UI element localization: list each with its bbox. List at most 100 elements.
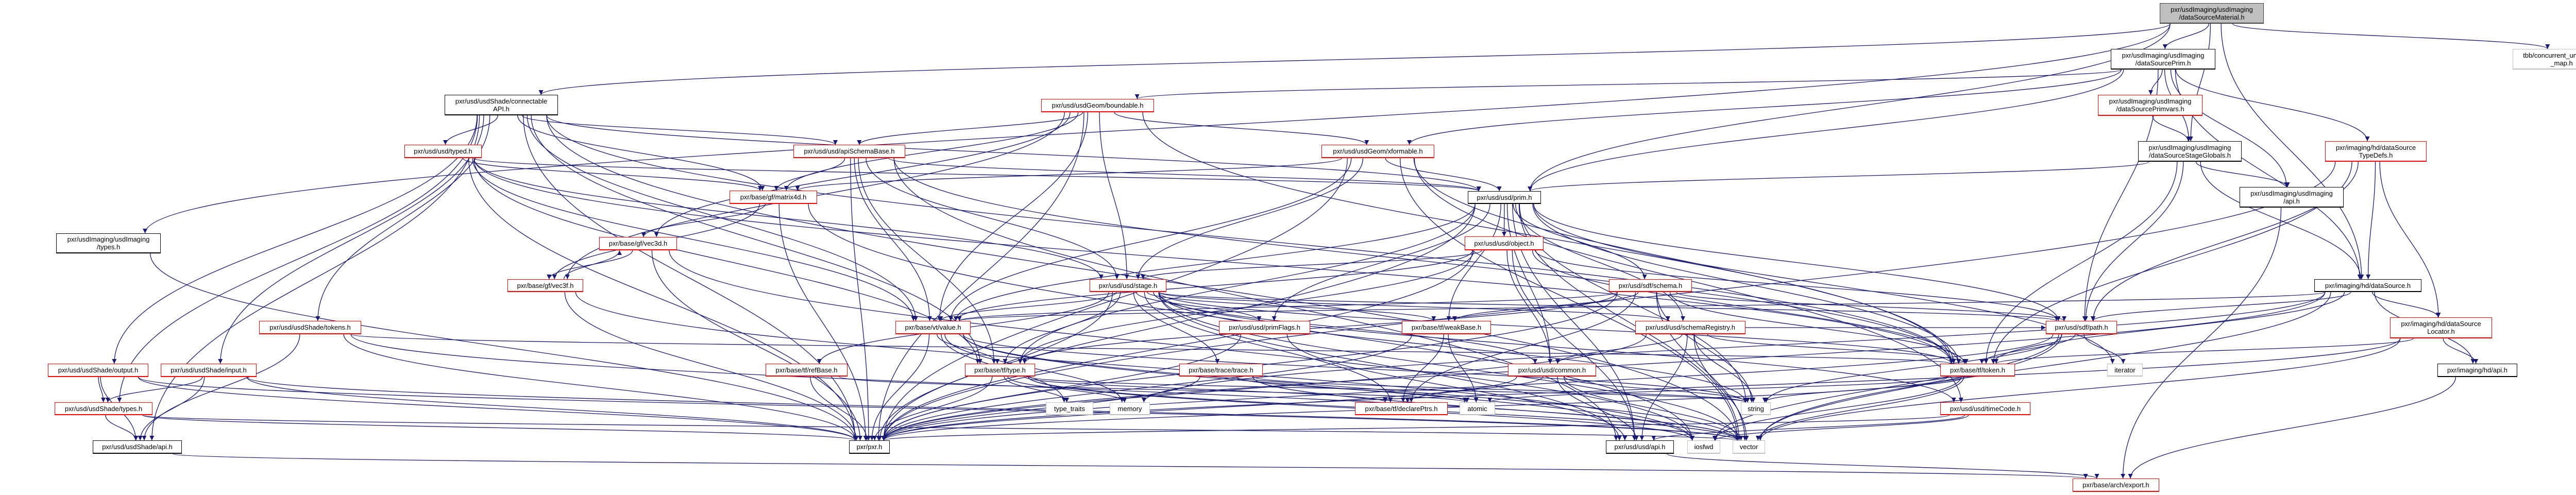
node-label: pxr/usd/usd/primFlags.h bbox=[1229, 323, 1300, 331]
header-node[interactable]: pxr/usdImaging/usdImaging/dataSourceStag… bbox=[2138, 141, 2242, 162]
include-edge bbox=[858, 158, 996, 364]
truncated-header-node[interactable]: pxr/usd/usd/primFlags.h bbox=[1219, 321, 1310, 334]
header-node[interactable]: pxr/imaging/hd/dataSource.h bbox=[2314, 279, 2421, 292]
truncated-header-node[interactable]: pxr/base/gf/vec3d.h bbox=[599, 237, 677, 250]
include-edge bbox=[2195, 161, 2290, 187]
include-edge bbox=[881, 376, 1517, 441]
include-edge bbox=[1693, 334, 1749, 441]
include-edge bbox=[2232, 23, 2550, 49]
include-edge bbox=[1142, 292, 2326, 403]
truncated-header-node[interactable]: pxr/usdImaging/usdImaging/dataSourcePrim… bbox=[2098, 95, 2202, 116]
include-edge bbox=[1979, 334, 2076, 364]
include-edge bbox=[2371, 292, 2441, 318]
include-edge bbox=[117, 115, 478, 403]
node-label: /dataSourceMaterial.h bbox=[2179, 13, 2245, 21]
include-edge bbox=[872, 376, 993, 441]
include-edge bbox=[142, 415, 1739, 441]
truncated-header-node[interactable]: pxr/usd/usd/stage.h bbox=[1090, 279, 1166, 292]
include-edge bbox=[1099, 112, 1129, 280]
include-edge bbox=[1535, 250, 2061, 321]
system-header-node: memory bbox=[1110, 402, 1150, 415]
node-label: /dataSourcePrimvars.h bbox=[2116, 105, 2184, 113]
truncated-header-node[interactable]: pxr/usd/usd/object.h bbox=[1465, 236, 1544, 250]
truncated-header-node[interactable]: pxr/usd/usdShade/output.h bbox=[48, 364, 148, 377]
node-label: pxr/base/vt/value.h bbox=[905, 323, 961, 331]
truncated-header-node[interactable]: pxr/base/gf/matrix4d.h bbox=[730, 191, 817, 204]
header-node[interactable]: pxr/imaging/hd/api.h bbox=[2437, 364, 2517, 377]
header-node[interactable]: pxr/pxr.h bbox=[849, 440, 890, 454]
system-header-node: iterator bbox=[2107, 364, 2143, 377]
include-edge bbox=[473, 158, 1954, 364]
truncated-header-node[interactable]: pxr/base/vt/value.h bbox=[895, 321, 971, 334]
node-label: pxr/usd/usd/apiSchemaBase.h bbox=[804, 147, 895, 155]
truncated-header-node[interactable]: pxr/usd/sdf/schema.h bbox=[1609, 279, 1692, 292]
include-edge bbox=[1676, 292, 2066, 321]
include-edge bbox=[857, 112, 1083, 145]
truncated-header-node[interactable]: pxr/usd/usd/typed.h bbox=[404, 145, 482, 158]
header-node[interactable]: pxr/usd/usd/api.h bbox=[1606, 440, 1674, 454]
include-edge bbox=[1413, 158, 1956, 364]
node-label: pxr/base/tf/type.h bbox=[974, 366, 1026, 374]
header-node[interactable]: pxr/usd/usdShade/api.h bbox=[93, 440, 182, 454]
truncated-header-node[interactable]: pxr/base/tf/declarePtrs.h bbox=[1355, 402, 1448, 415]
include-edge bbox=[1513, 203, 1647, 280]
truncated-header-node[interactable]: pxr/base/tf/type.h bbox=[965, 364, 1035, 377]
node-label: pxr/usd/usd/schemaRegistry.h bbox=[1646, 323, 1735, 331]
truncated-header-node[interactable]: pxr/base/tf/token.h bbox=[1940, 364, 2015, 377]
header-node[interactable]: pxr/usdImaging/usdImaging/types.h bbox=[56, 233, 161, 253]
include-edge bbox=[105, 415, 139, 441]
truncated-header-node[interactable]: pxr/usd/usdGeom/xformable.h bbox=[1321, 145, 1434, 158]
truncated-header-node[interactable]: pxr/usd/usd/apiSchemaBase.h bbox=[793, 145, 905, 158]
node-label: pxr/usdImaging/usdImaging bbox=[67, 235, 150, 243]
include-edge bbox=[881, 161, 2336, 441]
include-edge bbox=[473, 158, 1481, 192]
include-edge bbox=[869, 334, 930, 441]
include-edge bbox=[246, 377, 858, 441]
include-edge bbox=[1991, 292, 2345, 364]
truncated-header-node[interactable]: pxr/usd/usd/timeCode.h bbox=[1940, 402, 2030, 415]
header-node[interactable]: pxr/usdImaging/usdImaging/dataSourcePrim… bbox=[2111, 49, 2215, 70]
node-label: pxr/imaging/hd/dataSource bbox=[2335, 143, 2416, 151]
header-node[interactable]: pxr/usdImaging/usdImaging/api.h bbox=[2240, 187, 2344, 208]
include-edge bbox=[1153, 292, 1537, 364]
include-edge bbox=[1385, 158, 1502, 192]
header-node[interactable]: pxr/usd/usd/prim.h bbox=[1468, 191, 1541, 204]
include-edge bbox=[1533, 203, 2061, 321]
truncated-header-node[interactable]: pxr/base/tf/refBase.h bbox=[766, 364, 848, 377]
node-label: TypeDefs.h bbox=[2359, 151, 2393, 159]
node-label: iterator bbox=[2114, 366, 2136, 374]
include-edge bbox=[937, 112, 1088, 321]
node-label: pxr/base/arch/export.h bbox=[2082, 481, 2149, 489]
truncated-header-node[interactable]: pxr/base/arch/export.h bbox=[2073, 479, 2159, 492]
truncated-header-node[interactable]: pxr/usd/sdf/path.h bbox=[2046, 321, 2117, 334]
include-edge bbox=[1252, 376, 1748, 403]
include-edge bbox=[1452, 292, 1639, 321]
include-edge bbox=[938, 292, 1117, 321]
include-edge bbox=[142, 334, 300, 441]
include-edge bbox=[953, 203, 1476, 321]
truncated-header-node[interactable]: pxr/base/gf/vec3f.h bbox=[507, 279, 583, 292]
truncated-header-node[interactable]: pxr/usd/usdGeom/boundable.h bbox=[1041, 99, 1154, 112]
include-edge bbox=[1533, 203, 2115, 364]
truncated-header-node[interactable]: pxr/base/trace/trace.h bbox=[1179, 364, 1263, 377]
node-label: pxr/base/tf/refBase.h bbox=[775, 366, 838, 374]
include-edge bbox=[1135, 69, 2122, 99]
include-edge bbox=[1656, 292, 1748, 441]
include-edge bbox=[546, 115, 1481, 192]
truncated-header-node[interactable]: pxr/usd/usdShade/tokens.h bbox=[259, 321, 361, 334]
truncated-header-node[interactable]: pxr/usd/usd/schemaRegistry.h bbox=[1635, 321, 1745, 334]
system-header-node: tbb/concurrent_unordered_map.h bbox=[2513, 49, 2576, 70]
include-edge bbox=[1136, 292, 1262, 321]
truncated-header-node[interactable]: pxr/usd/usdShade/input.h bbox=[161, 364, 257, 377]
truncated-header-node[interactable]: pxr/usd/usdShade/types.h bbox=[55, 402, 152, 415]
include-edge bbox=[98, 377, 106, 403]
node-label: pxr/base/trace/trace.h bbox=[1189, 366, 1253, 374]
include-edge bbox=[888, 158, 1481, 192]
node-label: type_traits bbox=[1054, 404, 1085, 413]
truncated-header-node[interactable]: pxr/base/tf/weakBase.h bbox=[1402, 321, 1491, 334]
include-edge bbox=[1651, 415, 1965, 441]
truncated-header-node[interactable]: pxr/usd/usd/common.h bbox=[1508, 364, 1596, 377]
